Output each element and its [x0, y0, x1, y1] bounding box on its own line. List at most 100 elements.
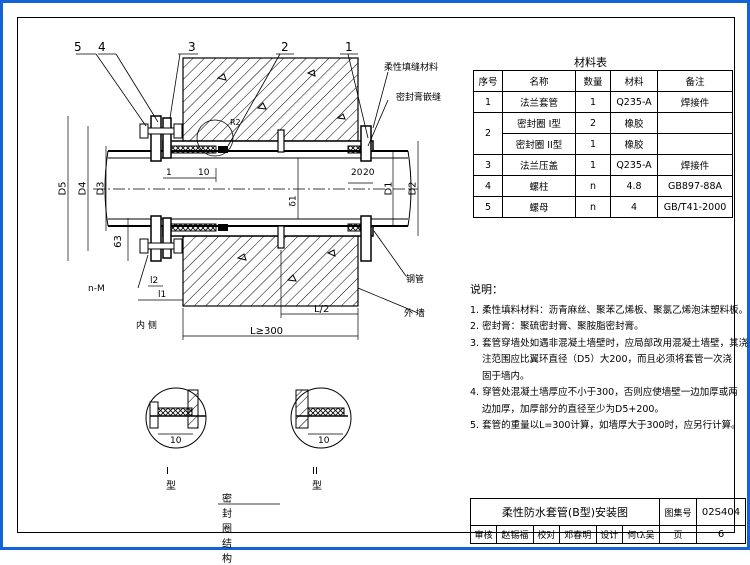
detail-dim-type-2: 10	[318, 436, 330, 446]
col-remark: 备注	[657, 70, 733, 92]
dim-1: 1	[166, 168, 172, 178]
callout-outside: 外 墙	[404, 309, 425, 319]
title-block-table: 柔性防水套管(B型)安装图 图集号 02S404 审核 赵锡福 校对 邓春明 设…	[470, 498, 746, 544]
check-sign: 邓春明	[558, 525, 597, 544]
callout-inside: 内 侧	[136, 321, 157, 331]
review-label: 审核	[470, 525, 497, 544]
cell-material: Q235-A	[610, 91, 658, 113]
cell-remark	[657, 133, 733, 155]
col-material: 材料	[610, 70, 658, 92]
material-table: 序号 名称 数量 材料 备注 1 法兰套管 1 Q235-A 焊接件 2 密封圈…	[473, 70, 733, 218]
page-no: 6	[696, 525, 746, 544]
part-label-4: 4	[98, 40, 106, 54]
material-table-header: 序号 名称 数量 材料 备注	[473, 70, 733, 92]
col-no: 序号	[473, 70, 503, 92]
cell-no: 3	[473, 154, 503, 176]
dim-L-total: L≥300	[250, 326, 284, 337]
dim-R2: R2	[230, 118, 241, 127]
cell-remark: 焊接件	[657, 154, 733, 176]
drawing-labels: 5 4 3 2 1 柔性填缝材料 密封膏嵌缝 钢管 外 墙 内 侧 D5 D4 …	[18, 18, 734, 532]
cell-remark	[657, 112, 733, 134]
cell-material: 橡胶	[610, 133, 658, 155]
callout-flexible-fill: 柔性填缝材料	[384, 63, 439, 73]
table-row: 1 法兰套管 1 Q235-A 焊接件	[473, 91, 733, 113]
dim-20a: 20	[351, 168, 363, 178]
water-stop-ring-bottom	[277, 225, 285, 249]
part-label-1: 1	[345, 40, 353, 54]
part-label-2: 2	[281, 40, 289, 54]
part-label-3: 3	[188, 40, 196, 54]
water-stop-ring-top	[277, 129, 285, 153]
table-row: 密封圈 II型 1 橡胶	[474, 133, 733, 155]
note-line: 固于墙内。	[482, 370, 530, 382]
table-row: 2 密封圈 I型 2 橡胶	[473, 112, 733, 155]
cell-qty: n	[575, 196, 611, 218]
dim-10: 10	[198, 168, 210, 178]
flange-gland-left	[139, 115, 228, 262]
callout-steel-pipe: 钢管	[406, 275, 425, 285]
cell-remark: GB/T41-2000	[657, 196, 733, 218]
cell-remark: 焊接件	[657, 91, 733, 113]
cell-no: 5	[473, 196, 503, 218]
note-line: 1. 柔性填料材料：沥青麻丝、聚苯乙烯板、聚氯乙烯泡沫塑料板。	[470, 304, 749, 316]
note-line: 注范围应比翼环直径（D5）大200，而且必须将套管一次浇	[482, 354, 732, 365]
col-name: 名称	[502, 70, 576, 92]
wall-lower	[182, 235, 359, 307]
part-label-5: 5	[74, 40, 82, 54]
installation-drawing	[67, 53, 419, 340]
material-table-title: 材料表	[574, 56, 607, 69]
cell-name: 密封圈 I型	[502, 112, 576, 134]
notes-heading: 说明：	[470, 283, 503, 296]
cell-name: 螺母	[502, 196, 576, 218]
flange-right	[347, 125, 372, 262]
cell-remark: GB897-88A	[657, 175, 733, 197]
cell-name: 螺柱	[502, 175, 576, 197]
note-line: 4. 穿管处混凝土墙厚应不小于300，否则应使墙壁一边加厚或两	[470, 387, 738, 398]
atlas-no: 02S404	[696, 498, 746, 526]
cell-no: 4	[473, 175, 503, 197]
design-label: 设计	[595, 525, 623, 544]
callout-sealant: 密封膏嵌缝	[396, 93, 442, 103]
page-label: 页	[659, 525, 697, 544]
detail-type-2-label: II型	[312, 466, 322, 492]
note-line: 5. 套管的重量以L=300计算，如墙厚大于300时，应另行计算。	[470, 420, 741, 431]
detail-circle	[196, 119, 234, 157]
cell-qty: 1	[575, 133, 611, 155]
table-row: 3 法兰压盖 1 Q235-A 焊接件	[473, 154, 733, 176]
note-line: 3. 套管穿墙处如遇非混凝土墙壁时，应局部改用混凝土墙壁，其浇	[470, 337, 749, 349]
cell-qty: n	[575, 175, 611, 197]
cell-qty: 2	[575, 112, 611, 134]
review-sign: 赵锡福	[495, 525, 534, 544]
title-block: 柔性防水套管(B型)安装图 图集号 02S404 审核 赵锡福 校对 邓春明 设…	[470, 498, 746, 544]
cell-no: 1	[473, 91, 503, 113]
cell-name: 法兰压盖	[502, 154, 576, 176]
cell-name: 法兰套管	[502, 91, 576, 113]
dim-nM: n-M	[88, 284, 105, 294]
cell-no: 2	[473, 112, 503, 155]
dimension-lines	[67, 116, 419, 340]
note-line: 2. 密封膏：聚硫密封膏、聚胺脂密封膏。	[470, 321, 644, 332]
note-line: 边加厚，加厚部分的直径至少为D5+200。	[482, 403, 664, 415]
table-row: 4 螺柱 n 4.8 GB897-88A	[473, 175, 733, 197]
cell-name: 密封圈 II型	[502, 133, 576, 155]
drawing-sheet: 5 4 3 2 1 柔性填缝材料 密封膏嵌缝 钢管 外 墙 内 侧 D5 D4 …	[17, 17, 749, 565]
col-qty: 数量	[575, 70, 611, 92]
design-sign: 何ιλ吴	[621, 525, 661, 544]
dim-l1: l1	[158, 290, 167, 300]
detail-type-1-label: I型	[166, 466, 176, 492]
seal-detail-type-1	[145, 387, 207, 449]
cell-material: Q235-A	[610, 154, 658, 176]
detail-caption: 密封圈结构	[222, 494, 232, 565]
table-row: 5 螺母 n 4 GB/T41-2000	[473, 196, 733, 218]
wall-upper	[182, 57, 359, 142]
dim-l2: l2	[150, 276, 159, 286]
cell-material: 4	[610, 196, 658, 218]
dim-L-half: L/2	[314, 304, 330, 315]
atlas-label: 图集号	[659, 498, 697, 526]
dim-20b: 20	[363, 168, 375, 178]
check-label: 校对	[532, 525, 560, 544]
drawing-title: 柔性防水套管(B型)安装图	[470, 498, 660, 526]
seal-ring-details	[145, 387, 352, 505]
cell-qty: 1	[575, 91, 611, 113]
